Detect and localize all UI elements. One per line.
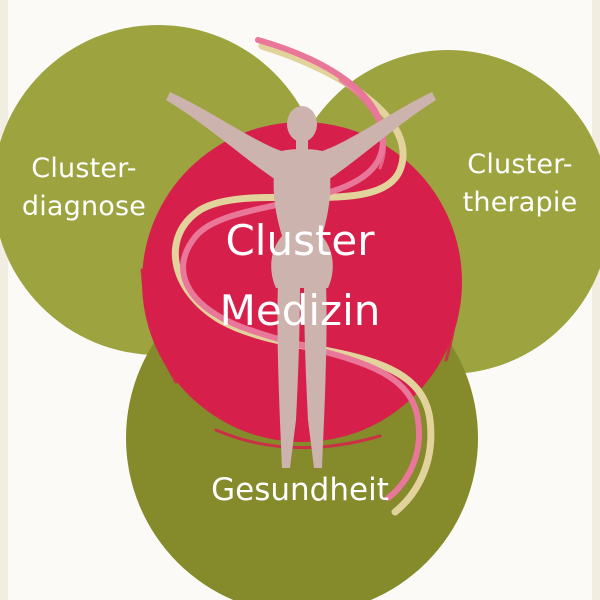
- clusterdiagnose-line1: Cluster-: [31, 153, 137, 184]
- cluster-medizin-line2: Medizin: [219, 286, 381, 335]
- clustertherapie-line2: therapie: [462, 187, 578, 218]
- clustertherapie-line1: Cluster-: [467, 149, 573, 180]
- brush-strokes: [140, 228, 458, 450]
- right-frame-border: [592, 0, 600, 600]
- left-frame-border: [0, 0, 8, 600]
- gesundheit-label: Gesundheit: [211, 472, 389, 508]
- cluster-medizin-line1: Cluster: [225, 216, 375, 265]
- beige-ribbon: [171, 42, 435, 516]
- clustertherapie-label: Cluster- therapie: [450, 146, 590, 222]
- cluster-medizin-label: Cluster Medizin: [200, 206, 400, 346]
- clusterdiagnose-label: Cluster- diagnose: [14, 150, 154, 226]
- human-figure-icon: [166, 92, 436, 468]
- clusterdiagnose-line2: diagnose: [21, 191, 147, 222]
